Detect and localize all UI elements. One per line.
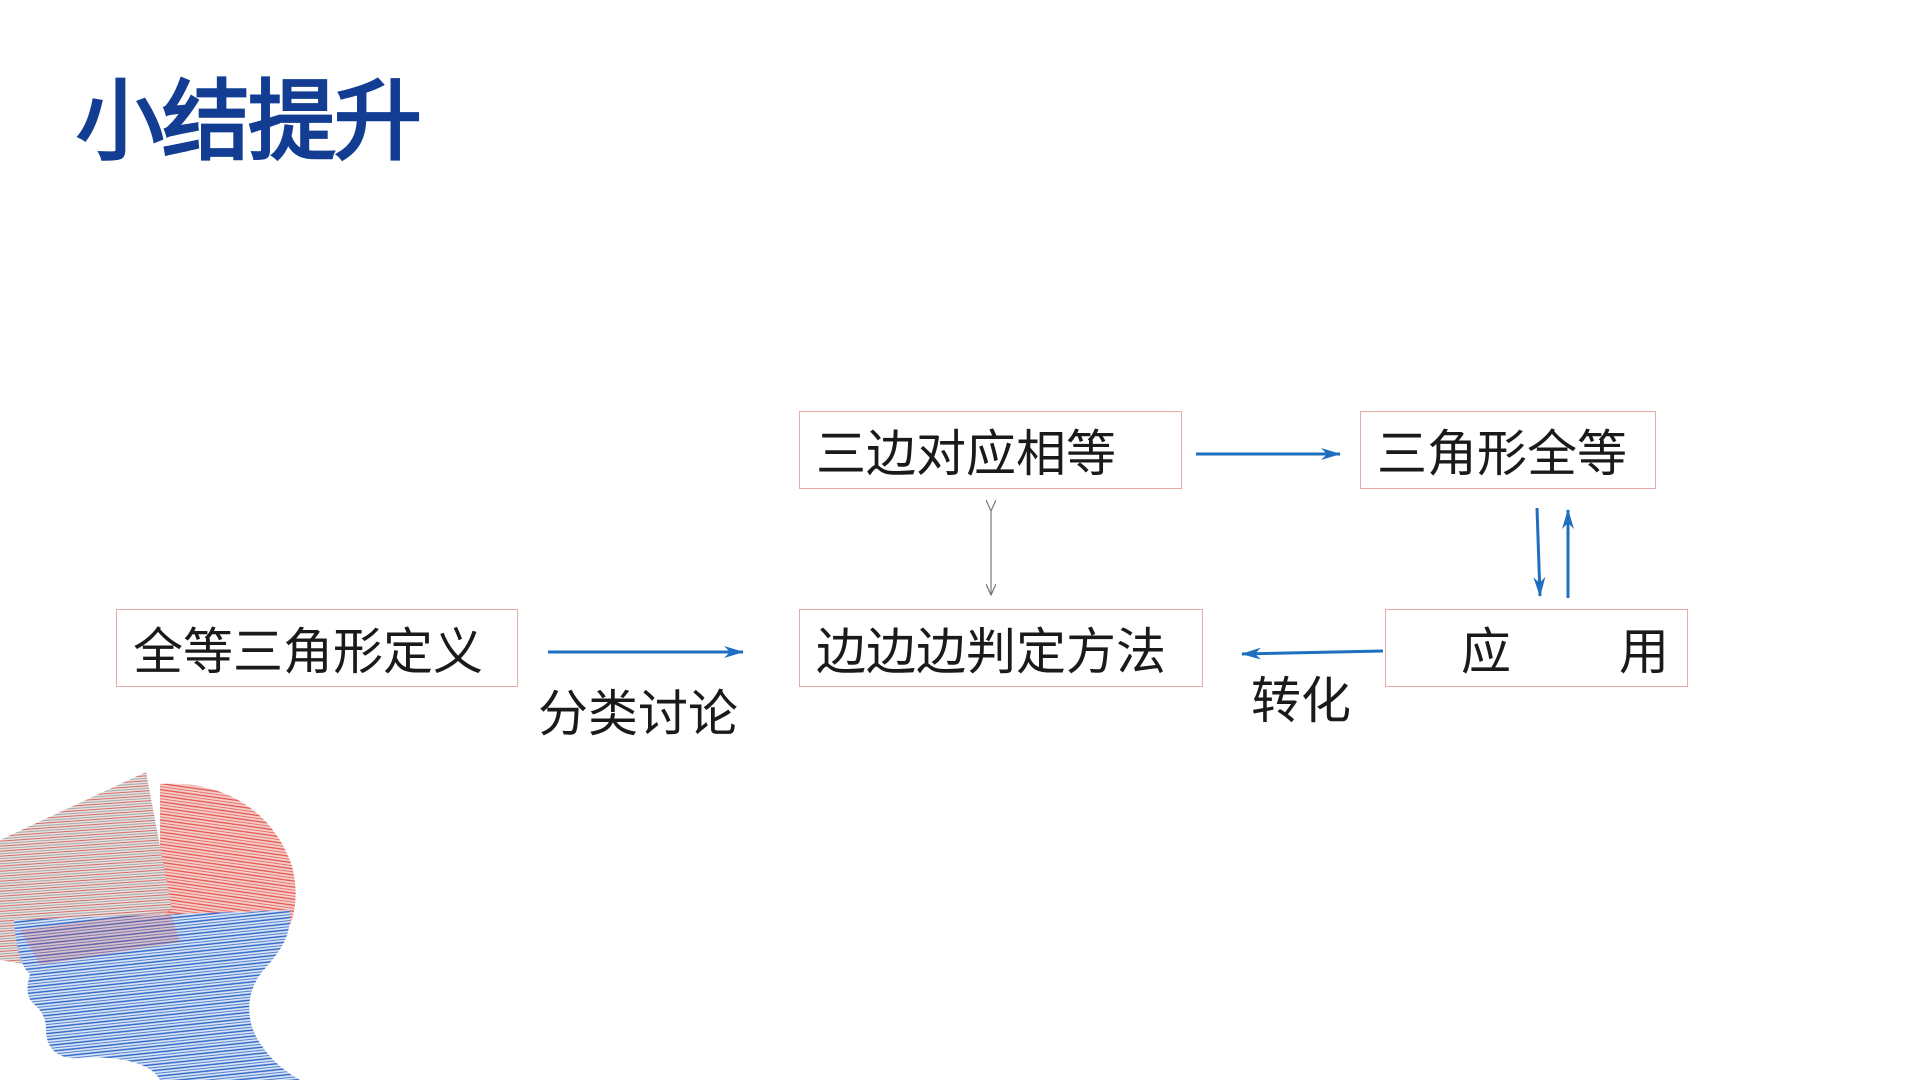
slide-title: 小结提升 — [76, 70, 422, 173]
label-transform: 转化 — [1251, 672, 1351, 730]
node-sss-equal: 三边对应相等 — [799, 411, 1182, 489]
arrow-congruent-to-apply — [1533, 507, 1546, 597]
node-apply-right: 用 — [1619, 623, 1669, 681]
node-sss-method: 边边边判定方法 — [799, 609, 1203, 687]
node-apply-left: 应 — [1461, 623, 1511, 681]
label-classify: 分类讨论 — [538, 685, 738, 743]
arrow-apply-to-method — [1241, 647, 1384, 660]
node-congruent: 三角形全等 — [1360, 411, 1656, 489]
node-apply: 应 用 — [1385, 609, 1688, 687]
head-silhouette-illustration — [0, 772, 300, 1080]
node-definition: 全等三角形定义 — [116, 609, 518, 687]
